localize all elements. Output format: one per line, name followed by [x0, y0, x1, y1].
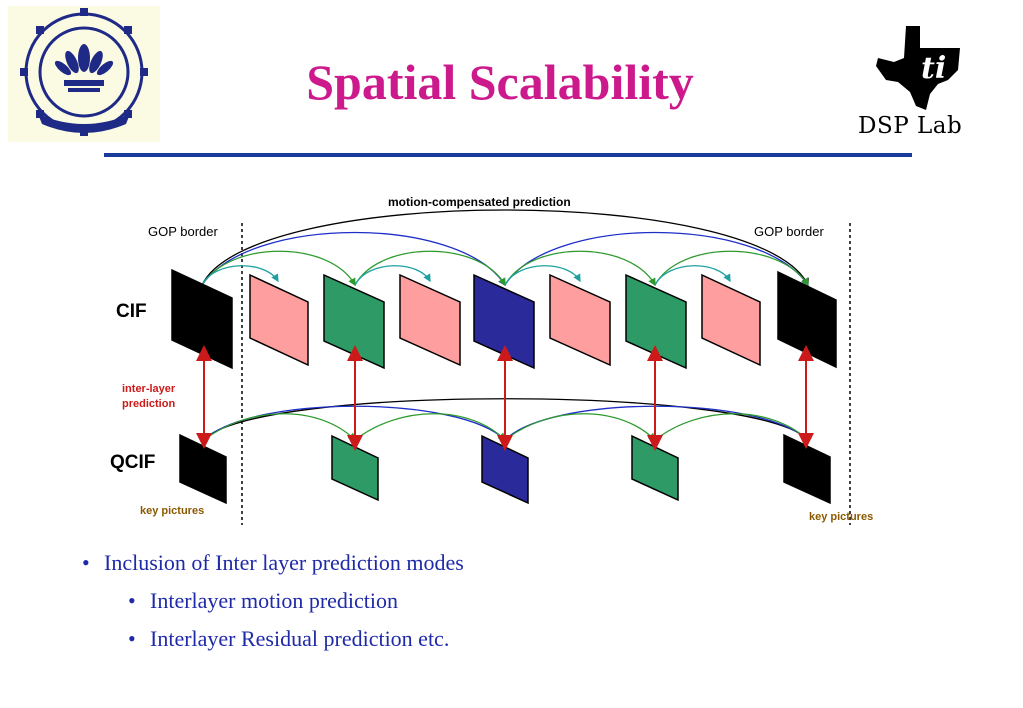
- arc-teal-top-3: [504, 265, 581, 286]
- gop-border-left-label: GOP border: [148, 224, 219, 239]
- cif-frame-blue: [473, 273, 535, 370]
- bullet-text: Interlayer motion prediction: [150, 588, 399, 613]
- cif-key-frame-2: [777, 270, 837, 369]
- cif-frame-green-2: [625, 273, 687, 370]
- title-divider: [104, 153, 912, 157]
- sub-bullet-item: • Interlayer Residual prediction etc.: [82, 624, 982, 662]
- arc-green-top-3: [504, 250, 656, 287]
- arc-green-bottom-2: [354, 413, 506, 441]
- dsp-lab-label: DSP Lab: [858, 113, 963, 139]
- cif-key-frame-1: [171, 268, 233, 370]
- arc-green-bottom-3: [504, 413, 656, 441]
- arc-blue-top-left: [201, 231, 506, 287]
- motion-compensated-label: motion-compensated prediction: [388, 195, 571, 209]
- arc-teal-top-1: [201, 265, 279, 286]
- qcif-key-frame-1: [179, 433, 227, 505]
- cif-frame-green-1: [323, 273, 385, 370]
- qcif-frame-green-1: [331, 434, 379, 502]
- cif-frame-pink-2: [399, 273, 461, 367]
- qcif-frame-blue: [481, 434, 529, 505]
- key-pictures-right-label: key pictures: [809, 511, 873, 523]
- bullet-dot: •: [128, 626, 136, 651]
- arc-blue-bottom-right: [504, 405, 809, 441]
- inter-layer-label-line1: inter-layer: [122, 383, 176, 395]
- arc-black-top: [201, 209, 809, 287]
- qcif-key-frame-2: [783, 433, 831, 505]
- inter-layer-label-line2: prediction: [122, 398, 175, 410]
- iit-bombay-emblem-icon: [8, 6, 160, 142]
- arc-green-top-4: [654, 250, 809, 287]
- arc-teal-top-4: [654, 265, 731, 286]
- ti-texas-logo-icon: ti: [868, 22, 968, 114]
- scalability-diagram: motion-compensated prediction GOP border…: [100, 185, 920, 530]
- bullet-text: Inclusion of Inter layer prediction mode…: [104, 550, 464, 575]
- slide-title: Spatial Scalability: [306, 54, 694, 110]
- cif-frame-pink-3: [549, 273, 611, 367]
- arc-green-top-2: [354, 250, 506, 287]
- bullet-text: Interlayer Residual prediction etc.: [150, 626, 450, 651]
- arc-green-bottom-4: [654, 413, 809, 441]
- svg-text:ti: ti: [921, 51, 946, 86]
- bullet-item: • Inclusion of Inter layer prediction mo…: [82, 548, 982, 586]
- cif-layer-label: CIF: [116, 301, 147, 322]
- key-pictures-left-label: key pictures: [140, 505, 204, 517]
- cif-frame-pink-1: [249, 273, 309, 367]
- arc-teal-top-2: [354, 265, 431, 286]
- bullet-list: • Inclusion of Inter layer prediction mo…: [82, 548, 982, 662]
- qcif-layer-label: QCIF: [110, 452, 155, 473]
- arc-blue-top-right: [504, 231, 809, 287]
- arc-green-top-1: [201, 250, 356, 287]
- arc-green-bottom-1: [203, 413, 356, 441]
- diagram-canvas: motion-compensated prediction GOP border…: [110, 195, 873, 525]
- bullet-dot: •: [128, 588, 136, 613]
- sub-bullet-item: • Interlayer motion prediction: [82, 586, 982, 624]
- qcif-frame-green-2: [631, 434, 679, 502]
- cif-frame-pink-4: [701, 273, 761, 367]
- gop-border-right-label: GOP border: [754, 224, 825, 239]
- bullet-dot: •: [82, 550, 90, 575]
